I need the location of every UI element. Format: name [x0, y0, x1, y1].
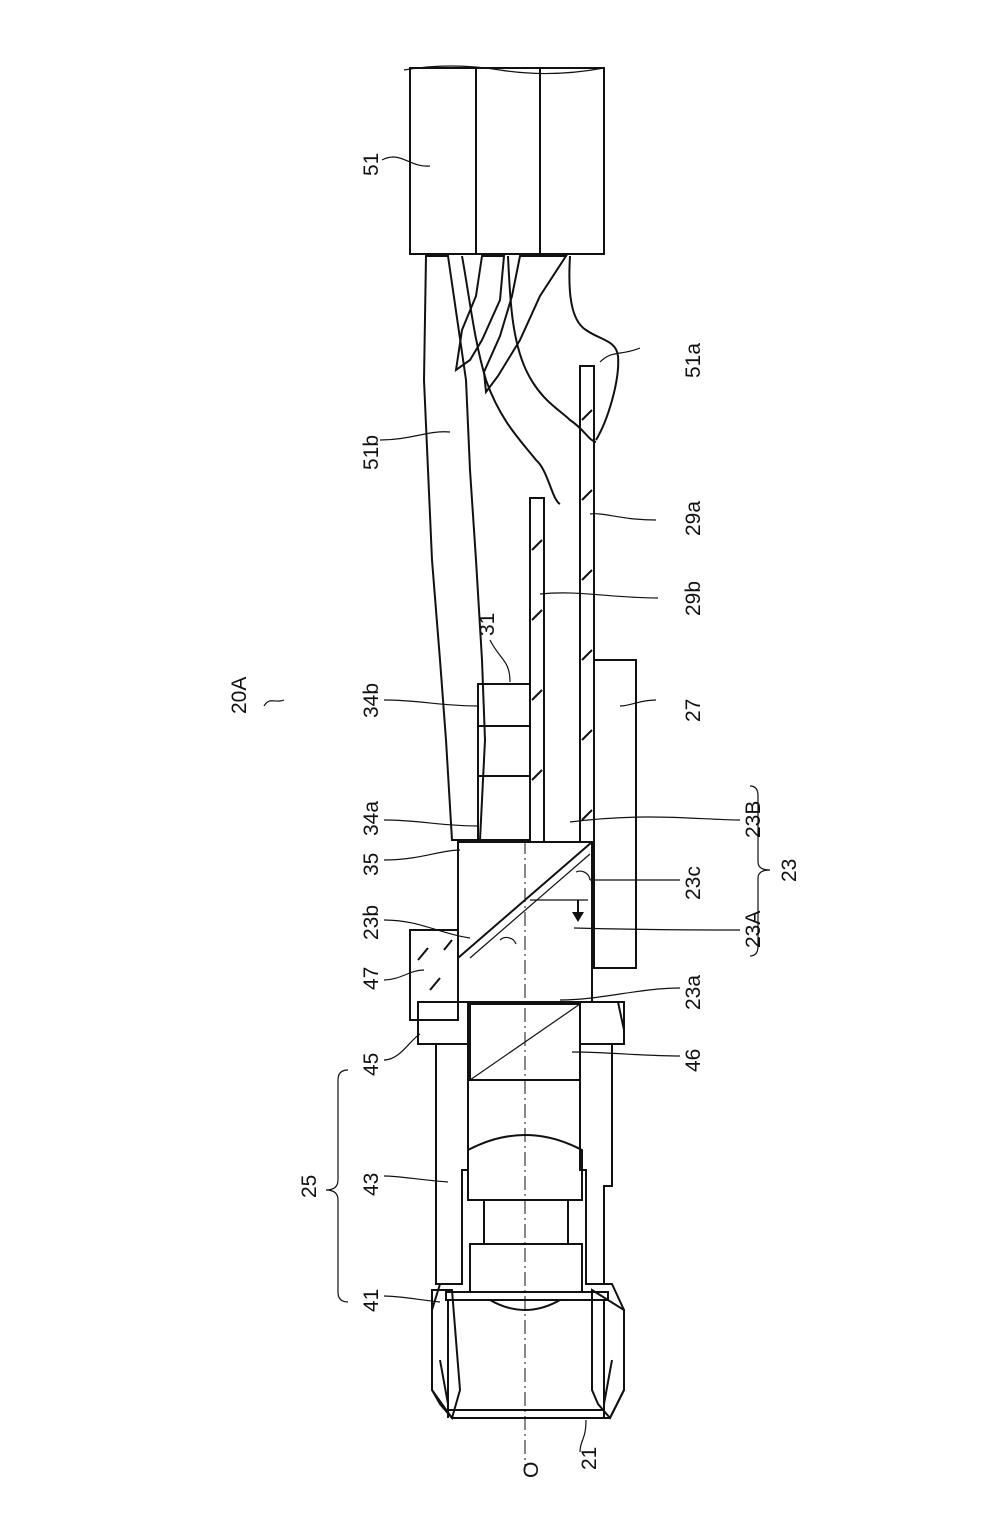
component-27 [594, 660, 636, 968]
label-29a: 29a [682, 501, 705, 536]
label-axis-O: O [520, 1462, 543, 1478]
label-45: 45 [360, 1053, 383, 1076]
label-27: 27 [682, 699, 705, 722]
label-47: 47 [360, 967, 383, 990]
label-43: 43 [360, 1173, 383, 1196]
reference-labels: 20A 51 51a 51b 29a 29b 31 27 34b 34a 35 … [228, 153, 801, 1478]
label-20A: 20A [228, 677, 251, 714]
label-51b: 51b [360, 435, 383, 470]
label-23: 23 [778, 859, 801, 882]
label-23A: 23A [742, 911, 765, 948]
flex-board-29b [530, 498, 544, 842]
component-31 [478, 684, 530, 840]
label-34a: 34a [360, 801, 383, 836]
label-29b: 29b [682, 581, 705, 616]
label-46: 46 [682, 1049, 705, 1072]
label-31: 31 [476, 613, 499, 636]
label-51: 51 [360, 153, 383, 176]
label-23B: 23B [742, 801, 765, 838]
objective-lens-21 [440, 1292, 612, 1418]
label-35: 35 [360, 853, 383, 876]
label-23b: 23b [360, 905, 383, 940]
label-23a: 23a [682, 975, 705, 1010]
label-51a: 51a [682, 343, 705, 378]
flex-board-29a [580, 366, 594, 842]
cable-51 [404, 66, 604, 254]
label-25: 25 [298, 1175, 321, 1198]
label-34b: 34b [360, 683, 383, 718]
label-41: 41 [360, 1289, 383, 1312]
label-23c: 23c [682, 866, 705, 900]
label-21: 21 [578, 1447, 601, 1470]
